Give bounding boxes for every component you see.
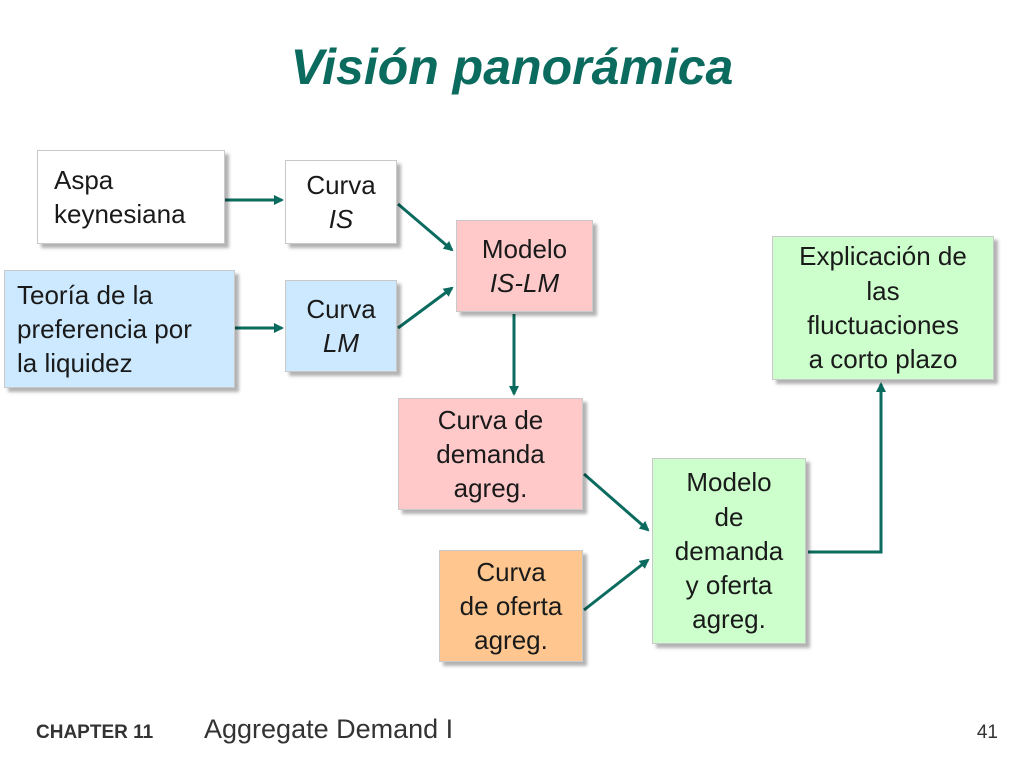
box-modelo-dao-line2: de	[714, 501, 744, 532]
box-teoria-line2: preferencia por	[17, 313, 192, 344]
box-aspa-keynesiana: Aspa keynesiana	[37, 150, 225, 244]
arrow-curva-lm-to-modelo-islm	[397, 286, 454, 330]
box-curva-is: Curva IS	[285, 160, 397, 244]
box-demanda-line1: Curva de	[437, 404, 544, 435]
box-curva-demanda-agregada: Curva de demanda agreg.	[398, 398, 583, 510]
box-explicacion-fluctuaciones: Explicación de las fluctuaciones a corto…	[772, 236, 994, 380]
box-explicacion-line3: fluctuaciones	[807, 310, 959, 340]
box-modelo-is-lm: Modelo IS-LM	[456, 220, 593, 312]
box-curva-is-line2: IS	[328, 204, 354, 234]
box-modelo-dao-line4: y oferta	[685, 570, 773, 601]
box-demanda-line2: demanda	[436, 438, 545, 469]
box-oferta-line1: Curva	[476, 556, 546, 587]
arrow-oferta-to-modelo-dao	[583, 558, 650, 612]
box-explicacion-line1: Explicación de	[799, 241, 967, 272]
box-modelo-islm-line2: IS-LM	[489, 268, 560, 298]
box-explicacion-line2: las	[866, 275, 900, 306]
box-aspa-line2: keynesiana	[54, 199, 186, 229]
box-aspa-line1: Aspa	[54, 164, 114, 195]
box-oferta-line2: de oferta	[459, 590, 563, 621]
arrow-modelo-dao-to-explicacion	[808, 382, 886, 554]
page-number: 41	[976, 722, 998, 743]
box-teoria-line1: Teoría de la	[17, 279, 153, 310]
box-modelo-dao-line3: demanda	[674, 535, 784, 566]
box-curva-lm: Curva LM	[285, 280, 397, 372]
box-curva-is-line1: Curva	[306, 169, 376, 200]
box-curva-lm-line2: LM	[322, 328, 360, 358]
box-teoria-preferencia-liquidez: Teoría de la preferencia por la liquidez	[4, 270, 235, 388]
box-modelo-dao-line5: agreg.	[692, 604, 766, 635]
arrow-curva-is-to-modelo-islm	[397, 202, 454, 252]
box-modelo-islm-line1: Modelo	[481, 233, 568, 264]
box-curva-lm-line1: Curva	[306, 293, 376, 324]
box-demanda-line3: agreg.	[453, 473, 528, 504]
box-teoria-line3: la liquidez	[17, 348, 133, 379]
box-curva-oferta-agregada: Curva de oferta agreg.	[439, 550, 583, 662]
footer-chapter: CHAPTER 11	[36, 722, 154, 743]
footer-title: Aggregate Demand I	[204, 714, 454, 744]
box-explicacion-line4: a corto plazo	[808, 344, 958, 375]
box-oferta-line3: agreg.	[474, 625, 548, 656]
arrow-demanda-to-modelo-dao	[583, 472, 650, 532]
box-modelo-demanda-oferta-agregada: Modelo de demanda y oferta agreg.	[652, 458, 806, 644]
slide-title: Visión panorámica	[290, 39, 734, 95]
box-modelo-dao-line1: Modelo	[686, 467, 772, 498]
